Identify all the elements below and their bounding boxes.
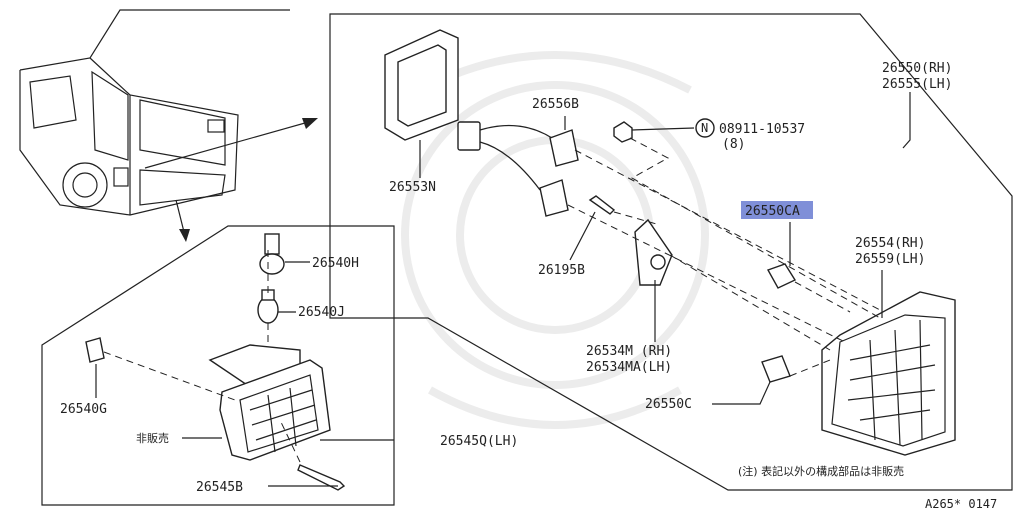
label-nut-code: 08911-10537 — [719, 122, 805, 137]
label-nut-qty: (8) — [722, 137, 745, 152]
note-text: (注) 表記以外の構成部品は非販売 — [738, 464, 904, 478]
screw-26195b — [569, 195, 616, 261]
bulb-26540h-icon — [259, 233, 310, 275]
label-26545q-lh: 26545Q(LH) — [440, 434, 518, 449]
highlight-26550ca — [741, 201, 813, 219]
rear-fog-lamp-icon — [182, 344, 394, 461]
label-26554-rh: 26554(RH) — [855, 236, 925, 251]
label-26553n: 26553N — [389, 180, 436, 195]
nut-marker: N — [701, 121, 708, 135]
label-26540h: 26540H — [312, 256, 359, 271]
label-26540g: 26540G — [60, 402, 107, 417]
bulb-26540j-icon — [257, 289, 296, 324]
label-26550-rh: 26550(RH) — [882, 61, 952, 76]
bracket-26534m — [634, 218, 673, 342]
clip-26540g-icon — [85, 337, 105, 398]
label-26555-lh: 26555(LH) — [882, 77, 952, 92]
label-26559-lh: 26559(LH) — [855, 252, 925, 267]
main-panel-outline — [329, 13, 1013, 491]
arrow-to-tail-lamp — [144, 118, 318, 169]
label-26534m-rh: 26534M (RH) — [586, 344, 672, 359]
guide-lines — [567, 137, 881, 377]
label-26540j: 26540J — [298, 305, 345, 320]
tail-lamp-icon — [821, 270, 956, 456]
fog-guide-lines — [103, 250, 301, 463]
harness-26556b — [457, 116, 579, 217]
leader-26550 — [902, 92, 911, 149]
rear-vehicle-illustration — [19, 9, 290, 216]
label-26556b: 26556B — [532, 97, 579, 112]
arrow-to-fog-lamp — [175, 199, 190, 242]
fog-panel-outline — [41, 225, 395, 506]
label-26545b: 26545B — [196, 480, 243, 495]
label-not-sold: 非販売 — [136, 432, 169, 445]
screw-26545b — [268, 464, 346, 491]
label-26550c: 26550C — [645, 397, 692, 412]
bulb-26550c-icon — [712, 355, 791, 405]
nut-icon — [613, 118, 715, 143]
bulb-26550ca-icon — [766, 222, 797, 289]
label-26195b: 26195B — [538, 263, 585, 278]
diagram-code: A265* 0147 — [925, 497, 997, 511]
gasket-26553n — [384, 29, 459, 178]
label-26534ma-lh: 26534MA(LH) — [586, 360, 672, 375]
label-26550ca[interactable]: 26550CA — [745, 204, 800, 219]
